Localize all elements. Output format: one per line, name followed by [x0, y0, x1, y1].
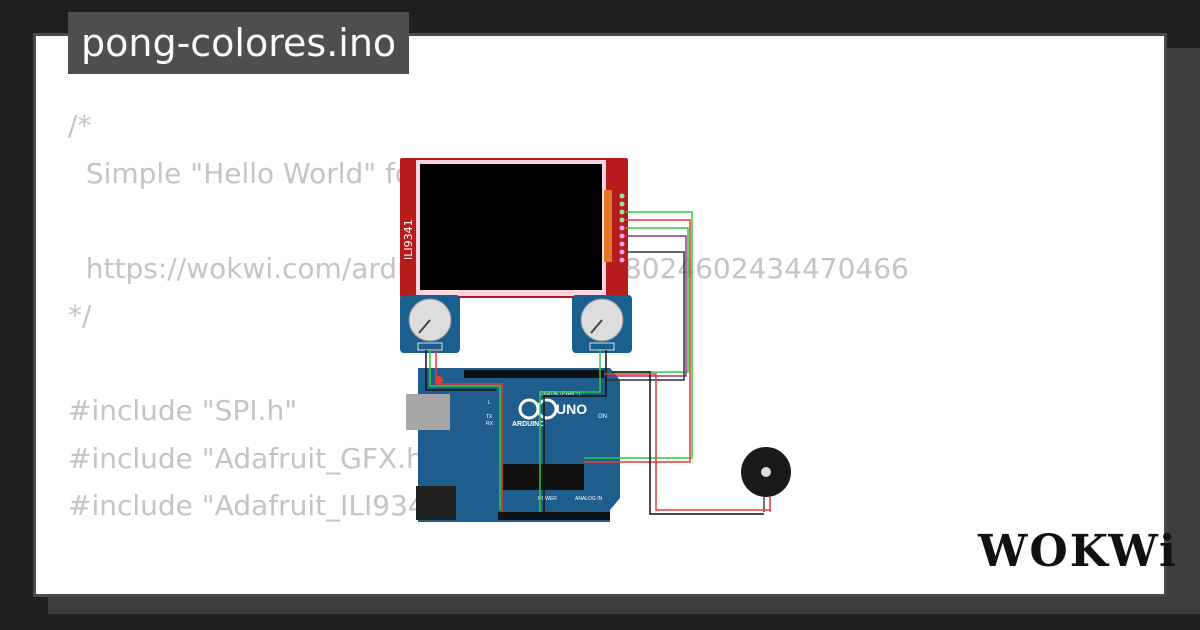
buzzer: [741, 447, 791, 512]
lcd-label: ILI9341: [402, 219, 415, 260]
code-line: */: [68, 299, 92, 332]
file-title: pong-colores.ino: [68, 12, 410, 74]
on-led-label: ON: [598, 414, 607, 420]
lcd-pin-header: [619, 193, 625, 263]
tx-label: TX: [486, 414, 493, 420]
power-header-label: POWER: [538, 496, 557, 502]
arduino-uno-board: UNO ARDUINO DIGITAL (PWM ~) POWER ANALOG…: [406, 368, 620, 522]
analog-header-label: ANALOG IN: [575, 496, 603, 502]
board-label: UNO: [556, 401, 587, 417]
circuit-diagram: ILI9341 UNO ARDUINO DIGITAL (PWM ~) POWE…: [400, 158, 791, 522]
potentiometer-left: [400, 295, 460, 353]
potentiometer-right: [572, 295, 632, 353]
wires: [425, 211, 770, 515]
code-line: #include "SPI.h": [68, 394, 298, 427]
board-brand: ARDUINO: [512, 421, 545, 428]
wokwi-logo: WOKWi: [978, 526, 1178, 577]
code-line: #include "Adafruit_GFX.h": [68, 441, 437, 475]
rx-label: RX: [486, 421, 494, 427]
digital-header-label: DIGITAL (PWM ~): [540, 391, 580, 397]
l-led-label: L: [488, 400, 491, 406]
code-line: /*: [68, 109, 92, 142]
ili9341-lcd: ILI9341: [400, 158, 628, 298]
